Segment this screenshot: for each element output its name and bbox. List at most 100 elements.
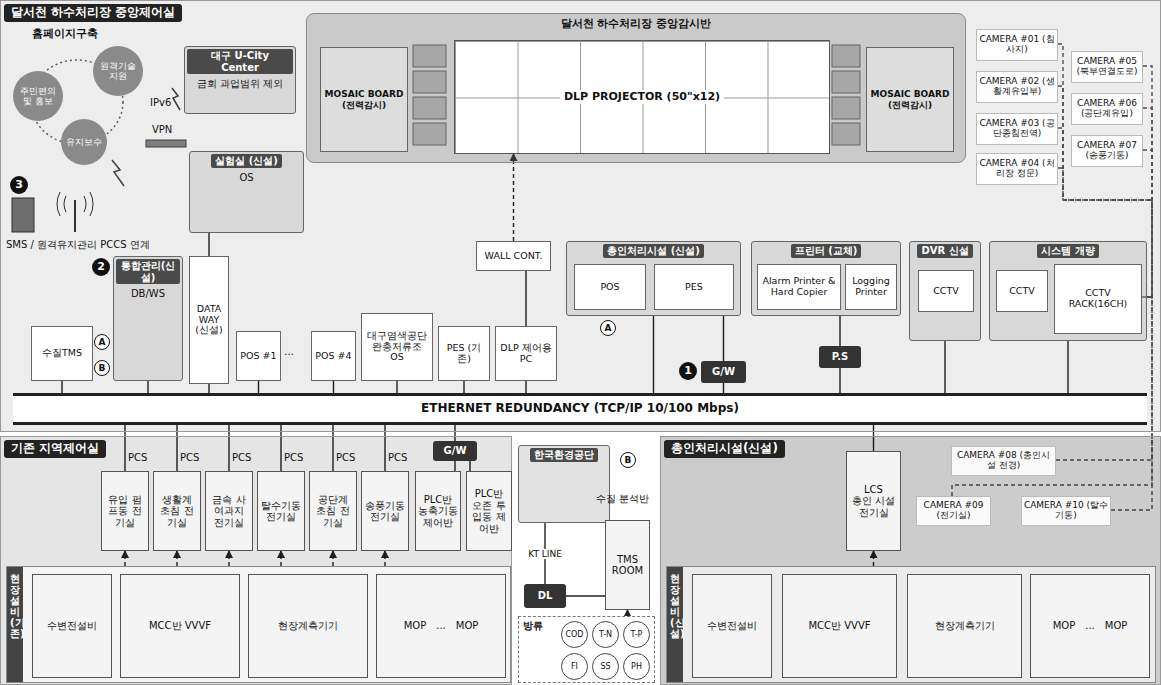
node-text: 수질TMS: [42, 348, 82, 359]
node-text: CCTV: [933, 286, 959, 297]
node-text: 프린터 (교체): [791, 244, 862, 258]
node-text: 기존 지역제어실: [4, 440, 106, 458]
computer-box: CCTV RACK(16CH): [1054, 264, 1142, 334]
camera-box: CAMERA #08 (총인시설 전경): [951, 446, 1056, 476]
computer-box: POS #1: [236, 331, 281, 381]
node-text: CAMERA #10 (탈수기동): [1023, 501, 1109, 521]
node-text: 주민편의 및 홍보: [17, 86, 59, 107]
node-text: MOSAIC BOARD (전력감시): [323, 89, 405, 110]
computer-box: 수질TMS: [31, 326, 93, 381]
computer-box: Alarm Printer & Hard Copier: [757, 264, 841, 310]
computer-box: 대구염색공단 완충저류조 OS: [361, 313, 433, 381]
connector-letter: B: [620, 452, 636, 468]
node-text: ETHERNET REDUNDANCY (TCP/IP 10/100 Mbps): [421, 402, 739, 416]
cabinet-box: 금속 사여과지 전기실: [205, 471, 253, 551]
node-text: CAMERA #09 (전기실): [918, 501, 989, 521]
connector-letter: A: [600, 320, 616, 336]
node-text: 현장설비(신설): [667, 567, 683, 682]
sensor-circle: PH: [623, 653, 650, 680]
node-text: MCC반 VVVF: [808, 620, 870, 632]
node-text: 생활계 초침 전기실: [156, 494, 198, 529]
node-text: 통합관리(신설): [116, 259, 180, 284]
node-text: POS #4: [315, 351, 351, 362]
discharge-box: 방류CODT-NT-PFISSPH: [518, 616, 655, 683]
node-text: POS: [600, 282, 619, 293]
node-text: PLC반: [475, 488, 504, 500]
computer-box: POS: [574, 264, 646, 310]
node-text: COD: [565, 630, 583, 639]
node-text: MOP: [456, 620, 479, 632]
equipment-panel: 실험실 (신설)OS: [189, 151, 304, 233]
node-text: WALL CONT.: [485, 251, 543, 262]
camera-box: CAMERA #02 (생활계유입부): [976, 71, 1058, 103]
node-text: T-N: [599, 630, 612, 639]
node-text: 원격기술 지원: [97, 61, 139, 82]
camera-box: CAMERA #05 (북부연결도로): [1071, 51, 1143, 83]
ethernet-bus: ETHERNET REDUNDANCY (TCP/IP 10/100 Mbps): [13, 393, 1147, 425]
cabinet-box: TMS ROOM: [605, 520, 650, 610]
node-text: CAMERA #07 (송풍기동): [1073, 141, 1141, 161]
node-text: CCTV RACK(16CH): [1057, 288, 1139, 310]
equipment-panel: 대구 U-City Center금회 과업범위 제외: [184, 46, 296, 114]
node-text: 총인처리시설(신설): [664, 440, 785, 458]
node-text: DLP 제어용PC: [498, 343, 554, 365]
network-label: VPN: [152, 124, 172, 135]
node-text: 농축기동 제어반: [418, 505, 458, 528]
node-text: ...: [1085, 620, 1095, 632]
cabinet-box: 탈수기동 전기실: [257, 471, 305, 551]
node-text: CCTV: [1009, 286, 1035, 297]
equipment-panel: 통합관리(신설)DB/WS: [113, 256, 183, 381]
cabinet-box: 송풍기동 전기실: [361, 471, 409, 551]
mosaic-board: MOSAIC BOARD (전력감시): [320, 47, 408, 152]
node-text: CAMERA #08 (총인시설 전경): [953, 451, 1054, 471]
node-text: MCC반 VVVF: [149, 620, 211, 632]
equipment-panel: DVR 신설 CCTV: [909, 241, 981, 341]
node-text: FI: [571, 662, 578, 671]
node-text: T-P: [631, 630, 643, 639]
cabinet-box: 수변전설비: [32, 574, 112, 678]
node-text: ...: [436, 620, 446, 632]
camera-box: CAMERA #04 (처리장 정문): [976, 153, 1058, 185]
node-text: 대구염색공단 완충저류조 OS: [364, 331, 430, 364]
node-text: 오존 투입동 제어반: [469, 500, 509, 535]
callout-number: 1: [679, 362, 697, 380]
node-text: CAMERA #02 (생활계유입부): [978, 77, 1056, 97]
camera-box: CAMERA #03 (공단종침전역): [976, 113, 1058, 145]
service-circle: 원격기술 지원: [93, 46, 143, 96]
dlp-projector: DLP PROJECTOR (50"x12): [454, 40, 830, 154]
field-equipment-group: 현장설비(기존)수변전설비MCC반 VVVF현장계측기기MOP...MOP: [6, 566, 511, 683]
camera-box: CAMERA #06 (공단계유입): [1071, 93, 1143, 125]
mosaic-board: MOSAIC BOARD (전력감시): [866, 47, 954, 152]
node-text: 현장계측기기: [935, 620, 995, 632]
equipment-panel: 프린터 (교체) Alarm Printer & Hard Copier Loggi…: [751, 241, 901, 316]
ellipsis-label: …: [284, 346, 294, 357]
cabinet-box: MOP...MOP: [1030, 574, 1150, 678]
cabinet-box: PLC반농축기동 제어반: [415, 471, 461, 551]
computer-box: PES (기존): [438, 326, 490, 381]
cabinet-box: MCC반 VVVF: [782, 574, 897, 678]
node-text: 탈수기동 전기실: [260, 500, 302, 523]
node-text: 실험실 (신설): [211, 154, 282, 168]
bus-label: PCS: [232, 452, 251, 463]
sensor-circle: FI: [561, 653, 588, 680]
cabinet-box: 수변전설비: [692, 574, 772, 678]
cabinet-box: MCC반 VVVF: [120, 574, 240, 678]
node-text: 달서천 하수처리장 중앙감시반: [561, 18, 712, 31]
camera-box: CAMERA #01 (침사지): [976, 29, 1058, 61]
node-text: Logging Printer: [848, 276, 894, 298]
node-text: DVR 신설: [917, 244, 972, 258]
cabinet-box: PLC반오존 투입동 제어반: [466, 471, 512, 551]
bus-label: PCS: [284, 452, 303, 463]
node-text: 총인 시설 전기실: [849, 495, 898, 518]
bus-label: PCS: [388, 452, 407, 463]
node-text: CAMERA #03 (공단종침전역): [978, 119, 1056, 139]
bus-label: PCS: [180, 452, 199, 463]
node-text: PES (기존): [441, 343, 487, 365]
node-text: 총인처리시설 (신설): [603, 244, 704, 258]
computer-box: CCTV: [918, 270, 974, 312]
bus-label: PCS: [128, 452, 147, 463]
node-text: TMS ROOM: [608, 554, 647, 577]
node-text: DATA WAY (신설): [192, 304, 226, 337]
node-text: PH: [631, 662, 642, 671]
region-panel: 총인처리시설(신설)LCS총인 시설 전기실CAMERA #08 (총인시설 전…: [660, 436, 1161, 685]
